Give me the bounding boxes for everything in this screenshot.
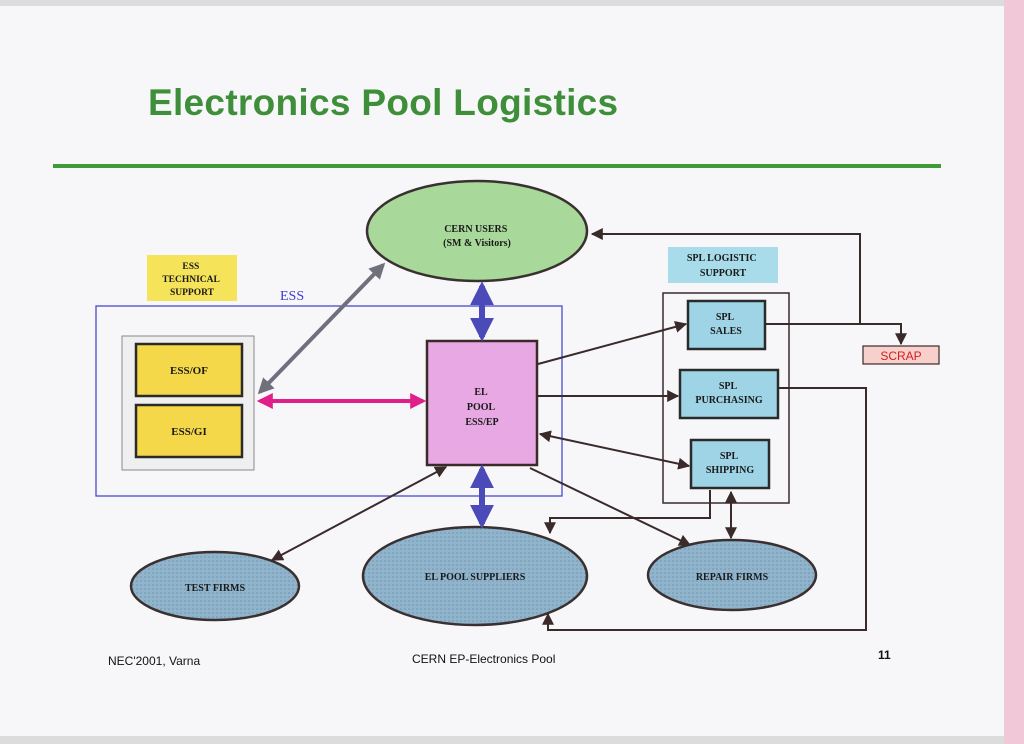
arrow-elpool-testfirms — [270, 466, 448, 561]
svg-text:SPL SALES: SPL SALES — [710, 312, 742, 337]
spl-shipping-box — [689, 438, 771, 490]
arrow-sales-users — [590, 228, 861, 324]
svg-text:SPL PURCHASING: SPL PURCHASING — [695, 381, 762, 406]
ess-technical-support-line2: TECHNICAL — [162, 275, 219, 285]
scrap-box — [862, 345, 940, 365]
arrow-elpool-shipping — [538, 430, 691, 470]
page-number: 11 — [878, 648, 891, 662]
ess-gi-label: ESS/GI — [171, 426, 206, 438]
el-pool-suppliers-label: EL POOL SUPPLIERS — [425, 572, 526, 583]
el-pool-box — [425, 339, 539, 467]
spl-sales-line1: SPL — [716, 312, 735, 323]
ess-technical-support-line3: SUPPORT — [170, 288, 215, 298]
ess-technical-support-line1: ESS — [182, 262, 199, 272]
svg-text:CERN USERS (SM & Visitors: CERN USERS (SM & Visitors) — [443, 224, 511, 249]
spl-logistic-support-box — [668, 247, 778, 283]
arrow-ess-users — [257, 262, 386, 395]
ess-of-label: ESS/OF — [170, 365, 208, 377]
slide-title: Electronics Pool Logistics — [148, 82, 619, 123]
spl-purchasing-box — [678, 368, 780, 420]
spl-purchasing-line2: PURCHASING — [695, 395, 762, 406]
svg-text:ESS TECHNICAL SUPPORT: ESS TECHNICAL SUPPORT — [162, 262, 221, 298]
cern-users-line2: (SM & Visitors) — [443, 238, 511, 249]
cern-users-ellipse — [365, 179, 589, 283]
footer-left: NEC'2001, Varna — [108, 654, 201, 668]
arrow-elpool-repair — [529, 467, 692, 546]
scrap-label: SCRAP — [880, 349, 921, 363]
test-firms-label: TEST FIRMS — [185, 583, 246, 594]
svg-text:SPL SHIPPING: SPL SHIPPING — [706, 451, 755, 476]
spl-shipping-line2: SHIPPING — [706, 465, 755, 476]
cern-users-line1: CERN USERS — [444, 224, 508, 235]
spl-sales-line2: SALES — [710, 326, 742, 337]
arrow-sales-scrap — [766, 323, 907, 346]
spl-shipping-line1: SPL — [720, 451, 739, 462]
page-edge — [1004, 0, 1024, 744]
spl-sales-box — [686, 299, 767, 351]
spl-purchasing-line1: SPL — [719, 381, 738, 392]
ess-technical-support-box — [147, 255, 237, 301]
test-firms-ellipse — [129, 550, 301, 622]
title-underline — [53, 164, 941, 168]
repair-firms-ellipse — [646, 538, 818, 612]
el-pool-line2: POOL — [467, 402, 496, 413]
ess-gi-box — [134, 403, 244, 459]
el-pool-line3: ESS/EP — [465, 417, 498, 428]
svg-text:SPL LOGISTIC SUPPORT: SPL LOGISTIC SUPPORT — [687, 253, 759, 279]
el-pool-line1: EL — [474, 387, 488, 398]
arrow-shipping-suppliers — [544, 490, 711, 535]
arrow-purchasing-suppliers — [542, 387, 867, 631]
svg-text:EL POOL ESS/EP: EL POOL ESS/EP — [465, 387, 498, 428]
spl-logistic-support-line1: SPL LOGISTIC — [687, 253, 757, 264]
footer-center: CERN EP-Electronics Pool — [412, 652, 556, 666]
repair-firms-label: REPAIR FIRMS — [696, 572, 769, 583]
spl-logistic-support-line2: SUPPORT — [700, 268, 747, 279]
arrow-elpool-sales — [537, 321, 688, 365]
ess-group-label: ESS — [280, 289, 304, 304]
ess-of-box — [134, 342, 244, 398]
